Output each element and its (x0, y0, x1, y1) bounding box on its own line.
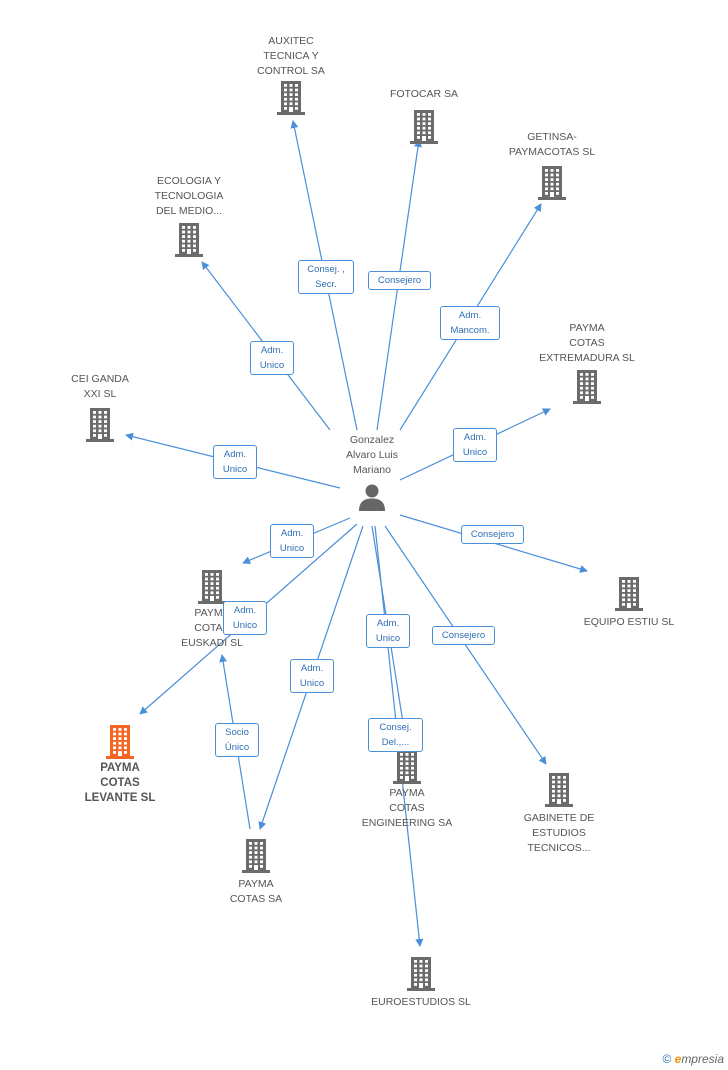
relation-label-extremadura[interactable]: Adm. Unico (453, 428, 497, 462)
building-icon (242, 839, 270, 873)
person-name: Gonzalez Alvaro Luis Mariano (346, 434, 398, 476)
relation-label-socio[interactable]: Socio Único (215, 723, 259, 757)
relation-label-euskadi[interactable]: Adm. Unico (270, 524, 314, 558)
edge-gabinete (384, 525, 547, 765)
company-auxitec[interactable]: AUXITEC TECNICA Y CONTROL SA (238, 34, 344, 115)
company-label: PAYMA COTAS SA (229, 878, 283, 905)
building-icon (277, 81, 305, 115)
company-label: EQUIPO ESTIU SL (583, 616, 675, 628)
relation-label-paymasa[interactable]: Adm. Unico (290, 659, 334, 693)
relation-label-levante[interactable]: Adm. Unico (223, 601, 267, 635)
company-gabinete[interactable]: GABINETE DE ESTUDIOS TECNICOS... (504, 771, 614, 856)
company-paymasa[interactable]: PAYMA COTAS SA (204, 837, 308, 907)
building-icon (86, 408, 114, 442)
company-extremadura[interactable]: PAYMA COTAS EXTREMADURA SL (530, 321, 644, 404)
company-engineering[interactable]: PAYMA COTAS ENGINEERING SA (352, 748, 462, 831)
company-getinsa[interactable]: GETINSA- PAYMACOTAS SL (497, 130, 607, 200)
relation-label-estiu[interactable]: Consejero (461, 525, 524, 544)
company-label: PAYMA COTAS LEVANTE SL (84, 762, 156, 804)
footer-brand[interactable]: © empresia (662, 1052, 724, 1066)
building-icon (393, 750, 421, 784)
building-icon (538, 166, 566, 200)
relation-label-ecologia[interactable]: Adm. Unico (250, 341, 294, 375)
building-icon (545, 773, 573, 807)
company-label: AUXITEC TECNICA Y CONTROL SA (257, 35, 325, 77)
company-label: FOTOCAR SA (389, 88, 459, 100)
relation-label-engineering[interactable]: Adm. Unico (366, 614, 410, 648)
company-label: CEI GANDA XXI SL (71, 373, 129, 400)
company-levante[interactable]: PAYMA COTAS LEVANTE SL (70, 723, 170, 806)
building-icon (573, 370, 601, 404)
company-label: GETINSA- PAYMACOTAS SL (508, 131, 596, 158)
relation-label-fotocar[interactable]: Consejero (368, 271, 431, 290)
company-label: PAYMA COTAS EUSKADI SL (181, 607, 243, 649)
relation-label-gabinete[interactable]: Consejero (432, 626, 495, 645)
building-icon (407, 957, 435, 991)
person-icon (359, 484, 385, 511)
relation-label-auxitec[interactable]: Consej. , Secr. (298, 260, 354, 294)
company-label: PAYMA COTAS ENGINEERING SA (361, 787, 453, 829)
company-euskadi[interactable]: PAYMA COTAS EUSKADI SL (162, 568, 262, 651)
relation-label-getinsa[interactable]: Adm. Mancom. (440, 306, 500, 340)
company-label: GABINETE DE ESTUDIOS TECNICOS... (523, 812, 595, 854)
company-fotocar[interactable]: FOTOCAR SA (371, 87, 477, 144)
company-label: ECOLOGIA Y TECNOLOGIA DEL MEDIO... (154, 175, 224, 217)
company-label: EUROESTUDIOS SL (371, 996, 471, 1008)
copyright-symbol: © (662, 1052, 672, 1066)
relation-label-euroestudios[interactable]: Consej. Del.,... (368, 718, 423, 752)
building-icon (106, 725, 134, 759)
person-node[interactable]: Gonzalez Alvaro Luis Mariano (322, 433, 422, 512)
brand-logo-text: mpresia (681, 1052, 724, 1066)
company-ceiganda[interactable]: CEI GANDA XXI SL (52, 372, 148, 442)
brand-logo-letter: e (674, 1052, 682, 1066)
building-icon (175, 223, 203, 257)
company-ecologia[interactable]: ECOLOGIA Y TECNOLOGIA DEL MEDIO... (136, 174, 242, 257)
building-icon (198, 570, 226, 604)
building-icon (410, 110, 438, 144)
company-estiu[interactable]: EQUIPO ESTIU SL (572, 575, 686, 630)
company-label: PAYMA COTAS EXTREMADURA SL (539, 322, 635, 364)
company-euroestudios[interactable]: EUROESTUDIOS SL (362, 955, 480, 1010)
building-icon (615, 577, 643, 611)
relation-label-ceiganda[interactable]: Adm. Unico (213, 445, 257, 479)
